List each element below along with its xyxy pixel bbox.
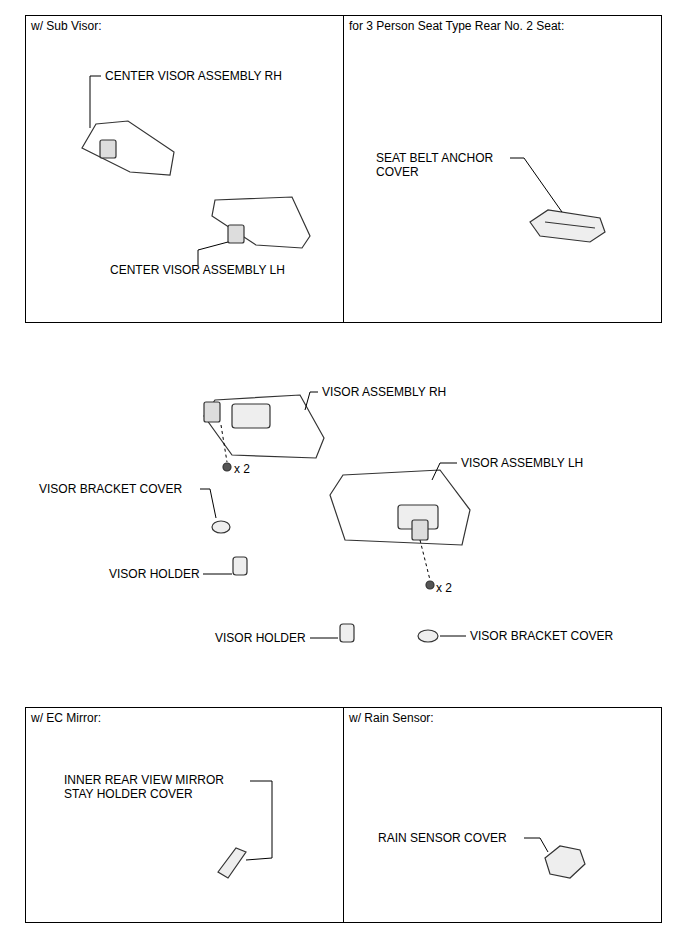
visor-hinge xyxy=(412,520,428,540)
part-label: INNER REAR VIEW MIRROR STAY HOLDER COVER xyxy=(64,773,242,801)
quantity-label: x 2 xyxy=(436,581,452,595)
part-label: CENTER VISOR ASSEMBLY RH xyxy=(105,69,282,83)
part-label: VISOR ASSEMBLY LH xyxy=(461,456,583,470)
screw xyxy=(223,463,231,471)
leader-line xyxy=(198,242,228,266)
visor-drawing xyxy=(204,395,324,458)
leader-line xyxy=(524,838,548,852)
leader-line xyxy=(432,463,457,480)
leader-line xyxy=(440,636,466,637)
panel-heading: for 3 Person Seat Type Rear No. 2 Seat: xyxy=(344,16,661,36)
leader-line xyxy=(246,781,272,860)
stay-cover-drawing xyxy=(218,848,246,878)
leader-line xyxy=(305,392,318,410)
dashed-line xyxy=(221,425,227,462)
quantity-label: x 2 xyxy=(234,462,250,476)
part-label: VISOR HOLDER xyxy=(215,631,306,645)
option-panel: w/ EC Mirror: xyxy=(25,707,344,923)
leader-line xyxy=(203,574,232,575)
panel-heading: w/ EC Mirror: xyxy=(26,708,343,728)
anchor-cover-drawing xyxy=(530,210,605,242)
leader-line xyxy=(310,638,338,639)
visor-drawing xyxy=(212,197,310,248)
part-label: SEAT BELT ANCHOR COVER xyxy=(376,151,506,179)
screw xyxy=(426,581,434,589)
rain-cover-drawing xyxy=(545,846,585,878)
dashed-line xyxy=(420,540,430,580)
part-label: CENTER VISOR ASSEMBLY LH xyxy=(110,263,285,277)
bracket-cover-drawing xyxy=(418,630,438,642)
part-label: RAIN SENSOR COVER xyxy=(378,831,507,845)
holder-drawing xyxy=(233,557,247,575)
visor-clip xyxy=(100,140,116,158)
leader-line xyxy=(510,158,562,212)
holder-drawing xyxy=(340,624,354,642)
panel-heading: w/ Sub Visor: xyxy=(26,16,343,36)
panel-heading: w/ Rain Sensor: xyxy=(344,708,661,728)
visor-clip xyxy=(228,225,244,243)
leader-line xyxy=(90,76,101,128)
leader-line xyxy=(200,489,216,518)
option-panel: w/ Rain Sensor: xyxy=(343,707,662,923)
visor-hinge xyxy=(204,402,220,422)
part-label: VISOR BRACKET COVER xyxy=(470,629,613,643)
mirror-drawing xyxy=(232,404,270,428)
detail-line xyxy=(545,222,595,228)
part-label: VISOR BRACKET COVER xyxy=(39,482,182,496)
visor-drawing xyxy=(330,470,470,545)
part-label: VISOR ASSEMBLY RH xyxy=(322,385,446,399)
visor-drawing xyxy=(82,121,174,175)
bracket-cover-drawing xyxy=(212,521,230,533)
part-label: VISOR HOLDER xyxy=(109,567,200,581)
